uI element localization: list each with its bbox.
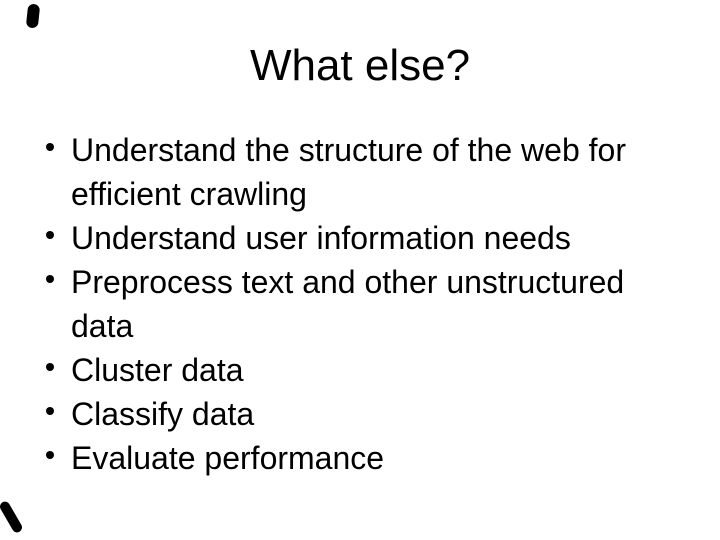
bullet-item-wrap-line: data <box>0 304 720 348</box>
bullet-icon <box>46 231 54 239</box>
bullet-icon <box>46 451 54 459</box>
bullet-text: Cluster data <box>71 352 244 388</box>
bullet-item: Classify data <box>0 392 720 436</box>
bullet-icon <box>46 143 54 151</box>
bullet-icon <box>46 275 54 283</box>
bullet-item: Cluster data <box>0 348 720 392</box>
bullet-list: Understand the structure of the web for … <box>0 128 720 480</box>
slide-title: What else? <box>249 41 471 90</box>
bullet-icon <box>46 407 54 415</box>
bullet-icon <box>46 363 54 371</box>
bullet-item: Preprocess text and other unstructured <box>0 260 720 304</box>
bullet-text: Evaluate performance <box>71 440 385 476</box>
bullet-item: Understand user information needs <box>0 216 720 260</box>
bullet-text: Understand the structure of the web for <box>71 132 626 168</box>
bullet-text: Understand user information needs <box>71 220 571 256</box>
bullet-item-wrap-line: efficient crawling <box>0 172 720 216</box>
bullet-text: Preprocess text and other unstructured <box>71 264 625 300</box>
bullet-text: efficient crawling <box>71 176 307 212</box>
bullet-item: Evaluate performance <box>0 436 720 480</box>
bullet-item: Understand the structure of the web for <box>0 128 720 172</box>
scan-artifact-top-left <box>25 3 41 29</box>
scan-artifact-bottom-left <box>0 499 24 535</box>
bullet-text: data <box>71 308 134 344</box>
bullet-text: Classify data <box>71 396 255 432</box>
